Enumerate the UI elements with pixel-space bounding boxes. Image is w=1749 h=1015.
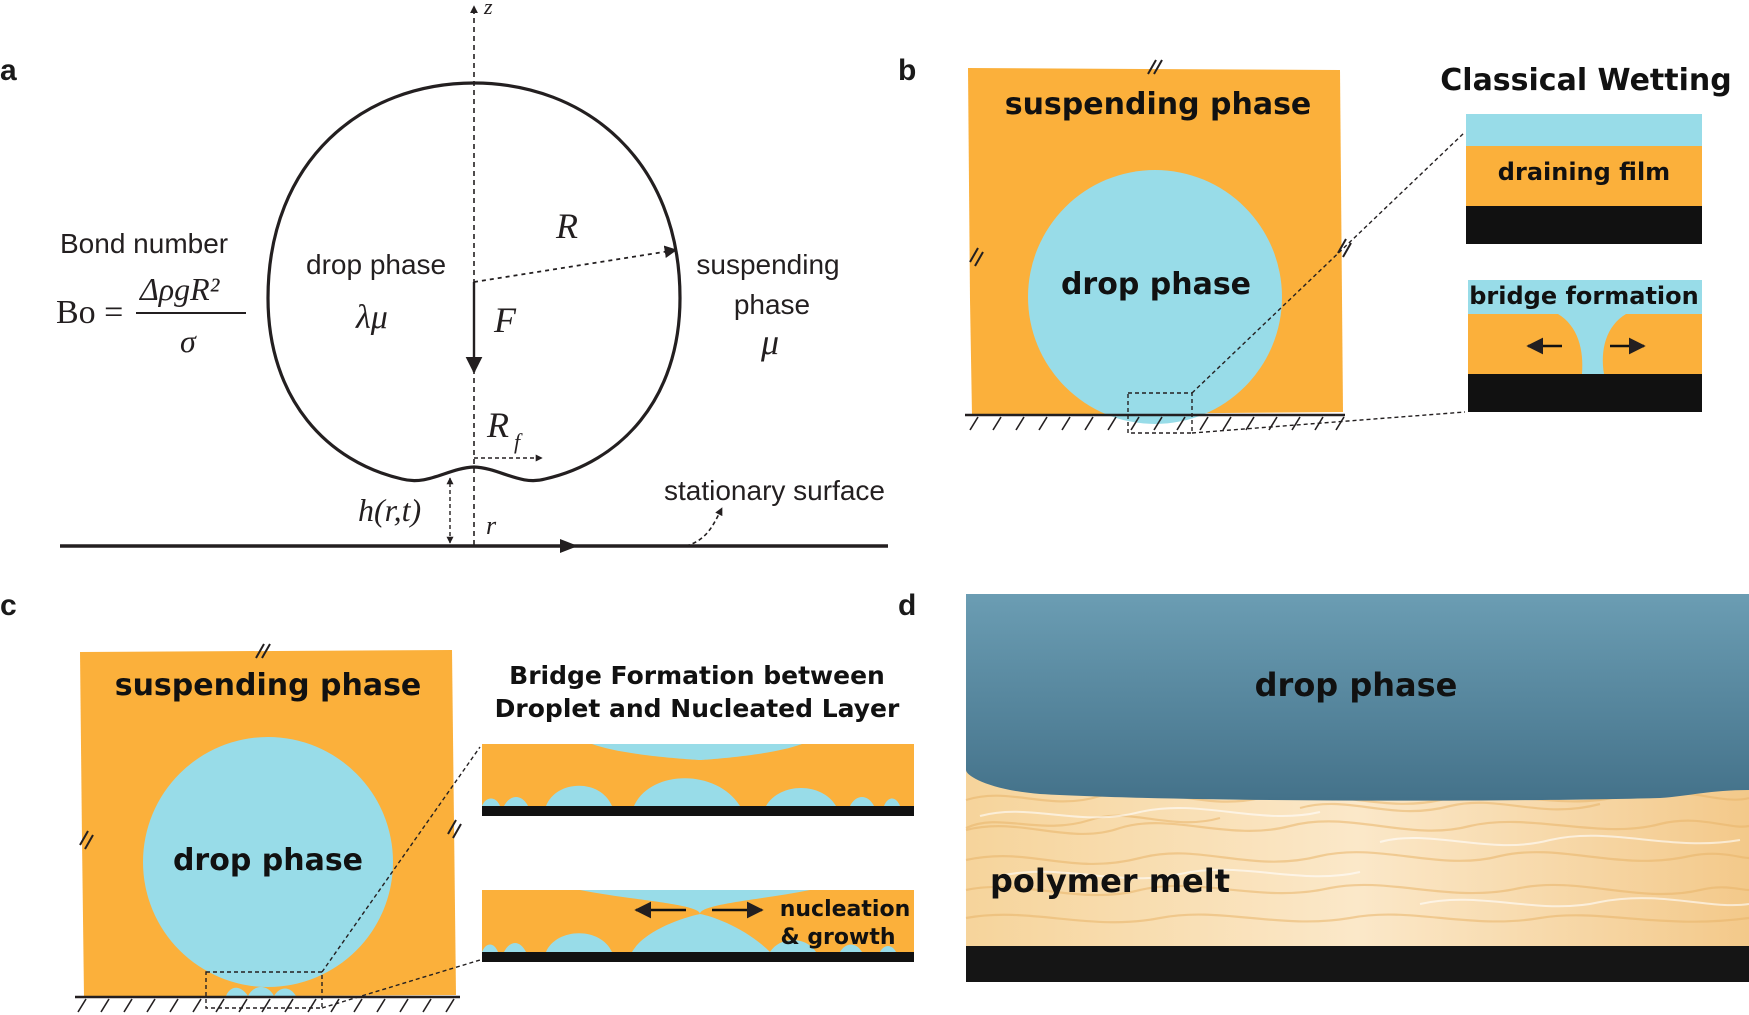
drop-outline [266, 81, 682, 483]
suspending-label-line1: suspending [696, 249, 839, 280]
floor-hatch-c [77, 998, 455, 1013]
panel-label-c: c [0, 589, 17, 622]
inset-c1-substrate [482, 806, 914, 816]
drop-phase-label-b: drop phase [1061, 267, 1251, 302]
inset-c1-nuclei [482, 778, 900, 806]
melt-highlights [979, 806, 1749, 908]
nucleated-bumps-c [226, 987, 296, 996]
film-radius-label: R [486, 405, 509, 445]
panel-c: suspending phase drop phase Bridge Forma… [75, 643, 914, 1013]
panel-d: drop phase polymer melt [965, 594, 1749, 982]
inset1-substrate [1466, 206, 1702, 244]
panel-b: suspending phase drop phase Classical We… [965, 59, 1732, 434]
drop-phase-label-d: drop phase [1255, 666, 1458, 704]
surface-direction-arrow [560, 539, 578, 553]
drop-phase-label: drop phase [306, 249, 446, 280]
zoom-line-top-c [321, 746, 481, 973]
inset1-drop-layer [1466, 114, 1702, 146]
panel-label-a: a [0, 54, 17, 87]
nucleation-label-line2: & growth [780, 925, 895, 950]
suspending-phase-label-b: suspending phase [1005, 87, 1312, 122]
inset-c2-nuclei [482, 914, 896, 952]
inset2-label: bridge formation [1469, 282, 1698, 310]
inset2-bridge [1558, 314, 1626, 374]
drop-phase-label-c: drop phase [173, 843, 363, 878]
suspending-label-line2: phase [734, 289, 810, 320]
drop-viscosity-label: λμ [355, 299, 388, 336]
inset-c1-drop [592, 744, 802, 760]
drop-circle-c [143, 737, 393, 987]
bond-formula-numerator: ΔρgR² [138, 271, 221, 307]
r-axis-label: r [486, 511, 497, 540]
inset1-film-layer [1466, 146, 1702, 206]
radius-arrow [473, 245, 678, 283]
zoom-box-c [205, 971, 323, 1009]
film-thickness-label: h(r,t) [358, 492, 421, 528]
panel-a: z R F drop phase λμ suspending phase μ B… [56, 0, 888, 553]
inset2-drop-layer [1468, 280, 1702, 314]
zoom-box-b [1127, 392, 1193, 434]
substrate-d [966, 946, 1749, 982]
suspending-viscosity-label: μ [760, 322, 779, 362]
film-radius-subscript: f [514, 429, 523, 454]
force-label: F [493, 300, 517, 340]
suspending-phase-label-c: suspending phase [115, 668, 422, 703]
zoom-line-bottom-b [1191, 411, 1466, 434]
inset1-label: draining film [1498, 158, 1670, 186]
break-marks-c [79, 643, 462, 850]
stationary-surface-label: stationary surface [664, 475, 885, 506]
inset-title-c-line1: Bridge Formation between [509, 661, 885, 690]
bond-number-label: Bond number [60, 228, 228, 259]
panel-label-d: d [898, 589, 916, 622]
inset-title-c-line2: Droplet and Nucleated Layer [495, 694, 900, 723]
break-marks-b [969, 59, 1352, 267]
z-axis-label: z [483, 0, 493, 19]
inset2-substrate [1468, 374, 1702, 412]
polymer-melt-label: polymer melt [990, 862, 1230, 900]
stationary-surface-pointer [685, 507, 723, 547]
radius-label: R [555, 206, 578, 246]
inset-c2-drop [580, 890, 810, 914]
drop-phase-region-d [966, 594, 1749, 801]
bond-formula-denominator: σ [180, 323, 197, 359]
bond-formula-lhs: Bo = [56, 294, 123, 331]
drop-circle-b [1028, 170, 1282, 424]
inset-title-b: Classical Wetting [1440, 63, 1731, 98]
nucleation-label-line1: nucleation [780, 897, 911, 922]
inset-c2-substrate [482, 952, 914, 962]
panel-label-b: b [898, 54, 916, 87]
